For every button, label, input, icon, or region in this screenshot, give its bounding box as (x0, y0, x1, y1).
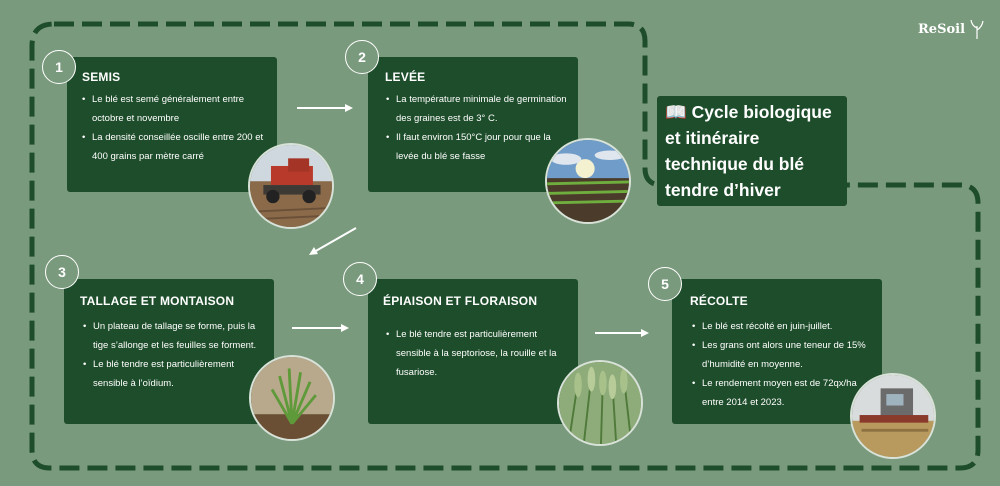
photo-young-wheat (249, 355, 335, 441)
step-card-epiaison-floraison: ÉPIAISON ET FLORAISON Le blé tendre est … (368, 279, 578, 424)
step-bullets: Le blé tendre est particulièrement sensi… (385, 325, 571, 382)
bullet-item: Le rendement moyen est de 72qx/ha entre … (692, 374, 877, 412)
step-card-levee: LEVÉE La température minimale de germina… (368, 57, 578, 192)
page-title: 📖 Cycle biologique et itinéraire techniq… (657, 96, 847, 206)
bullet-item: Il faut environ 150°C jour pour que la l… (386, 128, 571, 166)
bullet-item: La température minimale de germination d… (386, 90, 571, 128)
photo-tractor-sowing (248, 143, 334, 229)
step-card-semis: SEMIS Le blé est semé généralement entre… (67, 57, 277, 192)
bullet-item: Les grans ont alors une teneur de 15% d’… (692, 336, 877, 374)
step-card-tallage-montaison: TALLAGE ET MONTAISON Un plateau de talla… (64, 279, 274, 424)
step-bullets: Le blé est récolté en juin-juillet. Les … (691, 317, 877, 412)
step-bullets: La température minimale de germination d… (385, 90, 571, 166)
step-title: TALLAGE ET MONTAISON (80, 294, 235, 308)
photo-seedlings-sky (545, 138, 631, 224)
step-title: ÉPIAISON ET FLORAISON (383, 294, 538, 308)
bullet-item: Le blé est récolté en juin-juillet. (692, 317, 877, 336)
step-bullets: Un plateau de tallage se forme, puis la … (82, 317, 271, 393)
step-title: LEVÉE (385, 70, 426, 84)
step-card-recolte: RÉCOLTE Le blé est récolté en juin-juill… (672, 279, 882, 424)
bullet-item: Le blé tendre est particulièrement sensi… (386, 325, 571, 382)
step-number-2: 2 (345, 40, 379, 74)
step-title: SEMIS (82, 70, 121, 84)
step-number-1: 1 (42, 50, 76, 84)
dashed-cycle-path (29, 21, 981, 471)
bullet-item: La densité conseillée oscille entre 200 … (82, 128, 267, 166)
wheat-sprout-icon (970, 19, 984, 39)
photo-combine-harvester (850, 373, 936, 459)
step-title: RÉCOLTE (690, 294, 748, 308)
step-bullets: Le blé est semé généralement entre octob… (81, 90, 267, 166)
logo-text: ReSoil (918, 21, 966, 37)
photo-wheat-ears (557, 360, 643, 446)
step-number-3: 3 (45, 255, 79, 289)
bullet-item: Le blé est semé généralement entre octob… (82, 90, 267, 128)
step-number-4: 4 (343, 262, 377, 296)
bullet-item: Un plateau de tallage se forme, puis la … (83, 317, 271, 355)
arrow-2-to-3 (309, 227, 357, 255)
arrow-1-to-2 (297, 104, 353, 112)
step-number-5: 5 (648, 267, 682, 301)
book-icon: 📖 (665, 102, 687, 122)
bullet-item: Le blé tendre est particulièrement sensi… (83, 355, 271, 393)
resoil-logo: ReSoil (918, 18, 986, 40)
page-title-text: Cycle biologique et itinéraire technique… (665, 102, 832, 200)
arrow-3-to-4 (292, 324, 349, 332)
arrow-4-to-5 (595, 329, 649, 337)
